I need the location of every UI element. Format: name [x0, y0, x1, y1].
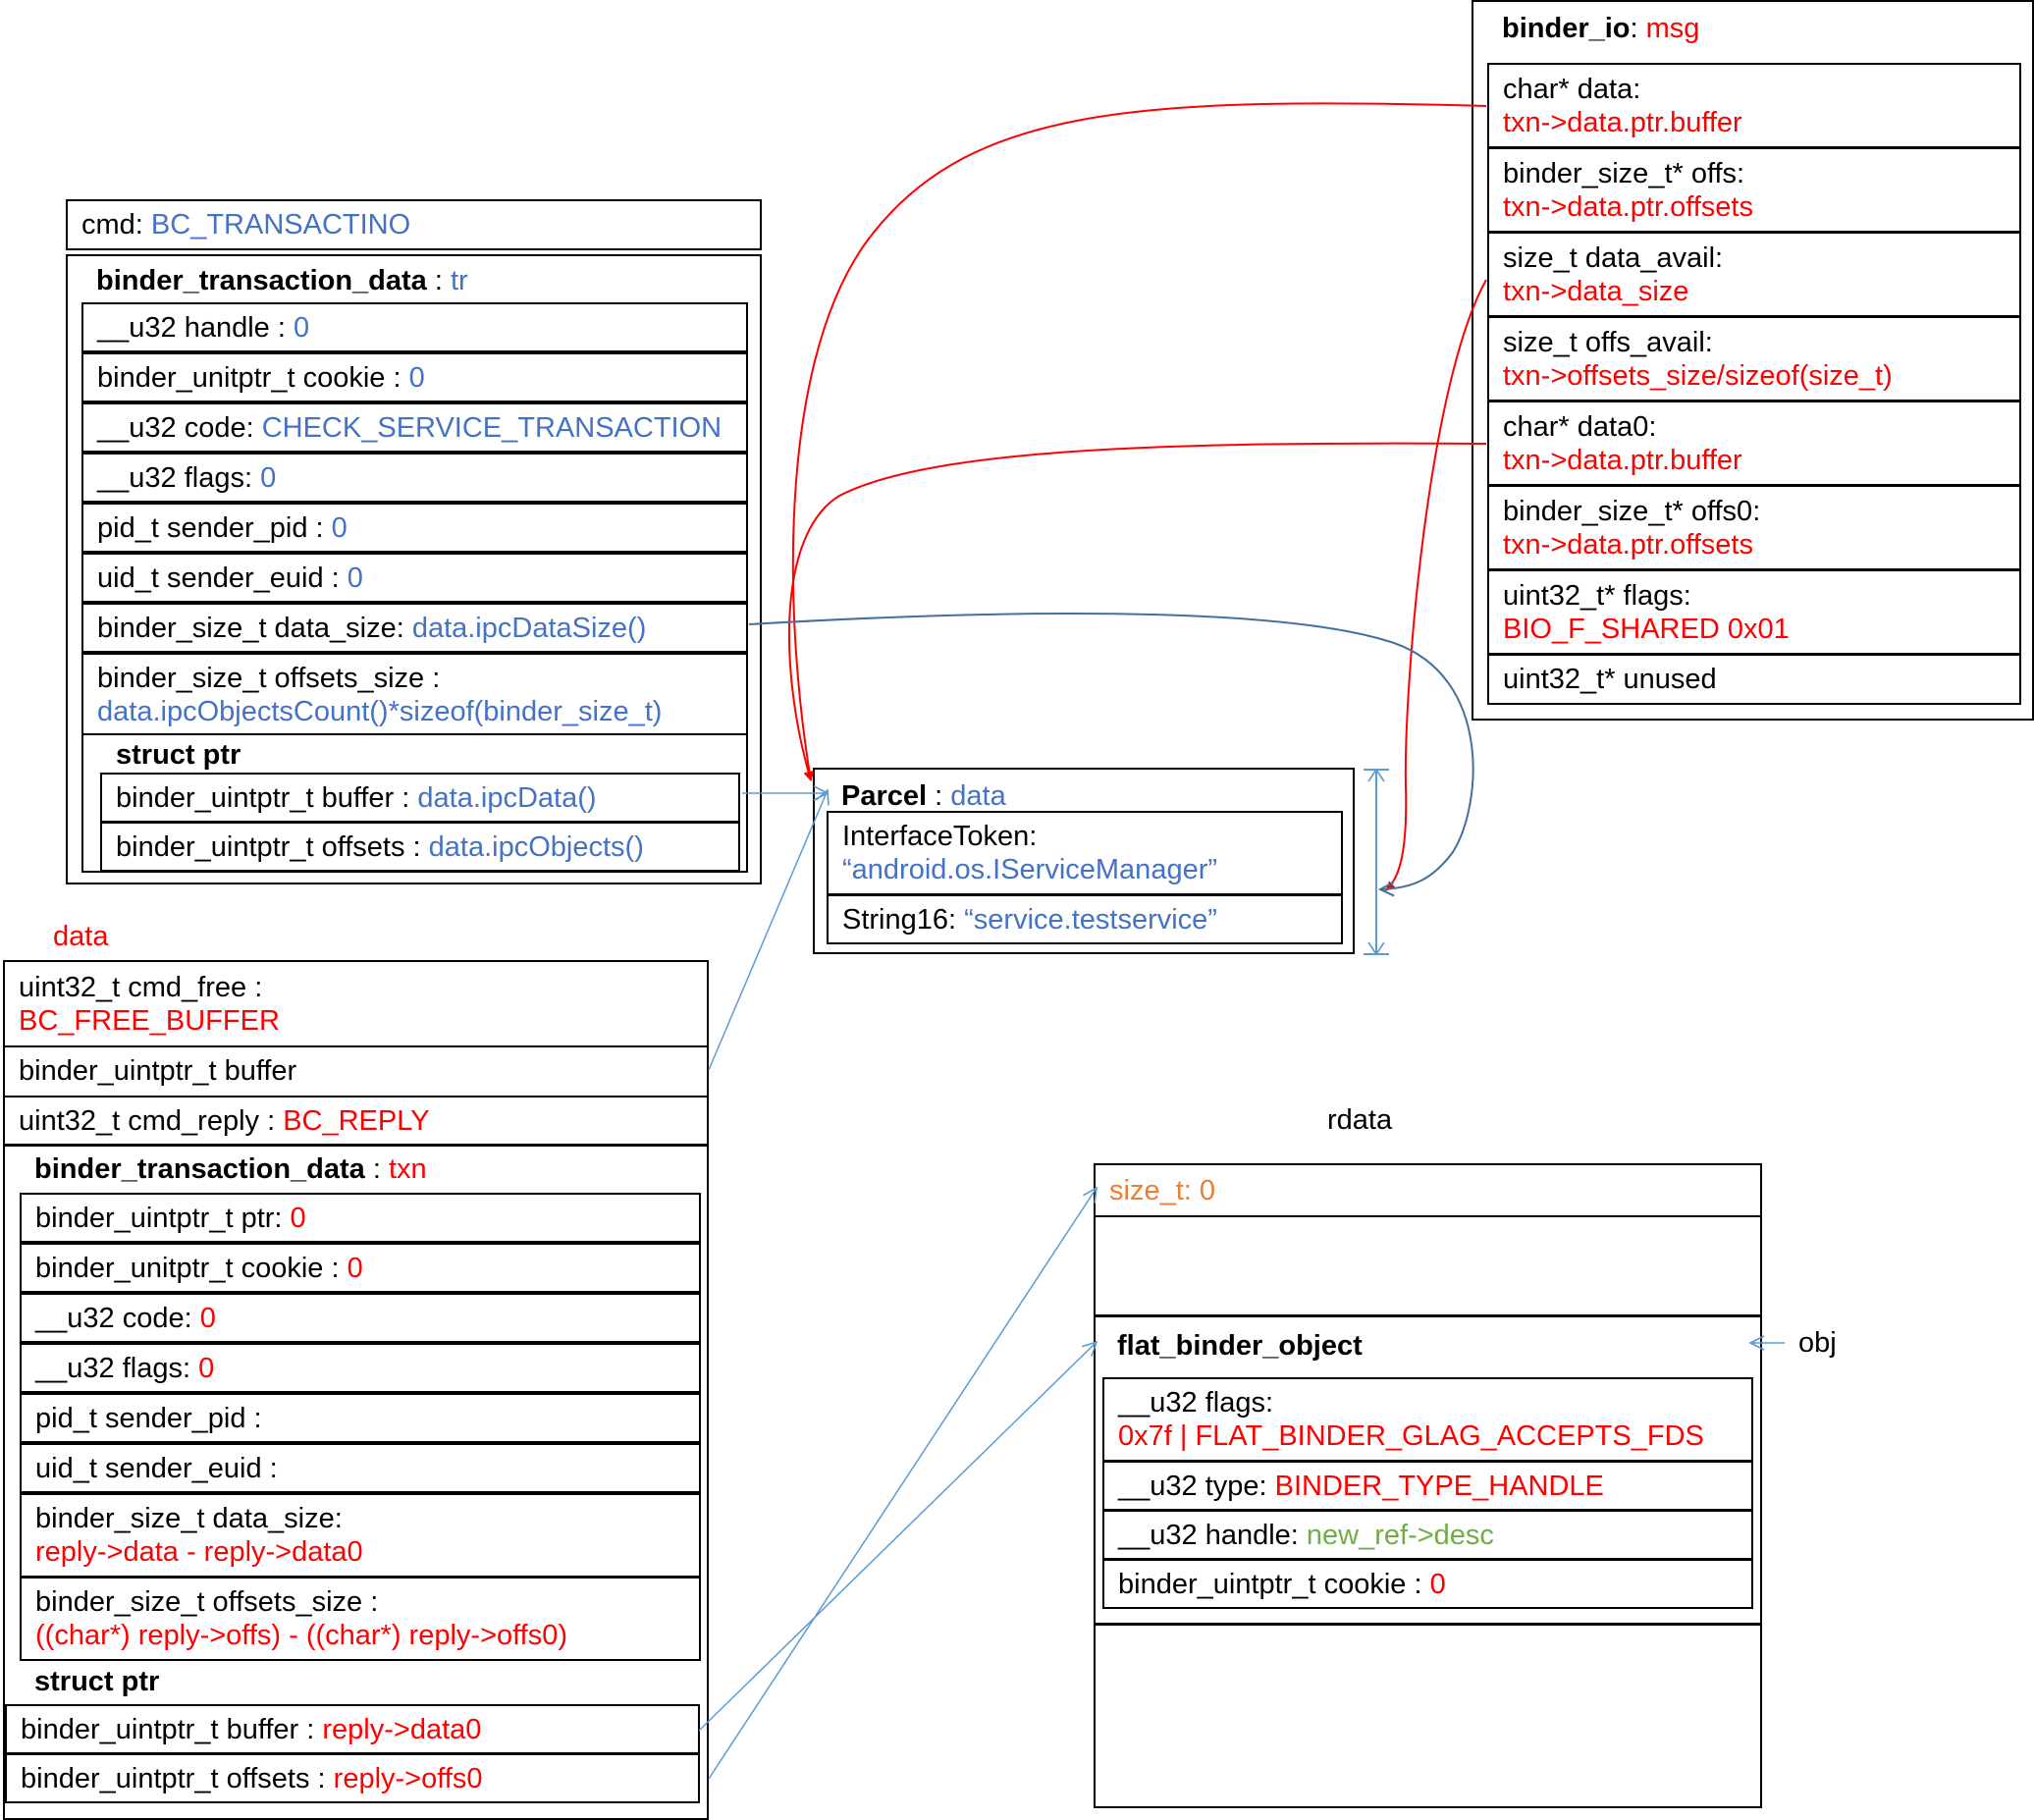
arrow-data-size-to-parcel	[748, 613, 1474, 897]
tr-ptr-struct: struct ptr binder_uintptr_t buffer : dat…	[81, 733, 748, 873]
txn-row: __u32 flags: 0	[20, 1343, 701, 1393]
cmd-value: BC_TRANSACTINO	[150, 209, 411, 241]
tr-row: uid_t sender_euid : 0	[81, 553, 748, 603]
parcel-size-bracket-arrow-bottom	[1367, 941, 1385, 956]
txn-row: binder_unitptr_t cookie : 0	[20, 1243, 701, 1293]
txn-row: __u32 code: 0	[20, 1293, 701, 1343]
arrow-data0-to-parcel	[787, 442, 1487, 781]
rdata-box: size_t: 0 flat_binder_object __u32 flags…	[1094, 1163, 1762, 1808]
arrow-data-avail-to-size	[1385, 279, 1487, 891]
txn-title: binder_transaction_data : txn	[34, 1153, 427, 1185]
divider	[1096, 1314, 1760, 1317]
divider	[1096, 1215, 1760, 1217]
reply-caption: data	[53, 921, 109, 952]
tr-row: __u32 flags: 0	[81, 453, 748, 503]
arrow-data0-to-fbo	[698, 1340, 1098, 1732]
parcel-box: Parcel : data InterfaceToken:“android.os…	[813, 768, 1355, 954]
obj-label: obj	[1798, 1327, 1837, 1359]
txn-ptr-title: struct ptr	[34, 1666, 160, 1697]
reply-row: uint32_t cmd_reply : BC_REPLY	[19, 1105, 430, 1137]
fbo-title: flat_binder_object	[1117, 1330, 1363, 1362]
binder-io-row: char* data:txn->data.ptr.buffer	[1487, 63, 2021, 148]
fbo-row: __u32 handle: new_ref->desc	[1102, 1510, 1753, 1560]
binder-io-row: binder_size_t* offs0:txn->data.ptr.offse…	[1487, 485, 2021, 570]
binder-io-box: binder_io: msg char* data:txn->data.ptr.…	[1472, 0, 2034, 721]
tr-ptr-row: binder_uintptr_t offsets : data.ipcObjec…	[100, 822, 740, 872]
tr-ptr-title: struct ptr	[116, 739, 241, 771]
arrow-reply-buffer-to-parcel	[708, 788, 830, 1071]
tr-row: binder_size_t offsets_size :data.ipcObje…	[81, 653, 748, 737]
txn-row: binder_size_t data_size:reply->data - re…	[20, 1493, 701, 1578]
tr-row: binder_unitptr_t cookie : 0	[81, 352, 748, 402]
reply-row: uint32_t cmd_free :BC_FREE_BUFFER	[19, 972, 280, 1037]
parcel-row: String16: “service.testservice”	[827, 894, 1343, 944]
txn-row: binder_size_t offsets_size :((char*) rep…	[20, 1577, 701, 1661]
tr-row: __u32 handle : 0	[81, 302, 748, 352]
fbo-row: __u32 type: BINDER_TYPE_HANDLE	[1102, 1461, 1753, 1511]
binder-io-row: uint32_t* unused	[1487, 654, 2021, 705]
rdata-caption: rdata	[1327, 1104, 1393, 1136]
reply-box: uint32_t cmd_free :BC_FREE_BUFFER binder…	[3, 960, 709, 1820]
parcel-title: Parcel : data	[841, 780, 1006, 812]
txn-row: pid_t sender_pid :	[20, 1393, 701, 1443]
tr-row: __u32 code: CHECK_SERVICE_TRANSACTION	[81, 402, 748, 453]
arrow-data-to-parcel	[791, 102, 1487, 781]
fbo-row: binder_uintptr_t cookie : 0	[1102, 1559, 1753, 1609]
fbo-row: __u32 flags:0x7f | FLAT_BINDER_GLAG_ACCE…	[1102, 1377, 1753, 1462]
tr-row: binder_size_t data_size: data.ipcDataSiz…	[81, 603, 748, 653]
txn-ptr-row: binder_uintptr_t buffer : reply->data0	[5, 1704, 700, 1754]
cmd-box: cmd: BC_TRANSACTINO	[66, 199, 762, 250]
divider	[5, 1045, 707, 1047]
binder-io-row: char* data0:txn->data.ptr.buffer	[1487, 401, 2021, 486]
txn-row: binder_uintptr_t ptr: 0	[20, 1193, 701, 1243]
tr-title: binder_transaction_data : tr	[96, 265, 468, 296]
txn-ptr-row: binder_uintptr_t offsets : reply->offs0	[5, 1753, 700, 1803]
reply-row: binder_uintptr_t buffer	[19, 1055, 297, 1087]
tr-struct: binder_transaction_data : tr __u32 handl…	[66, 254, 762, 884]
binder-io-row: uint32_t* flags:BIO_F_SHARED 0x01	[1487, 569, 2021, 655]
divider	[5, 1144, 707, 1147]
divider	[1096, 1623, 1760, 1626]
cmd-label: cmd:	[81, 209, 151, 241]
arrow-offs0-to-rdata	[708, 1186, 1097, 1780]
binder-io-title: binder_io: msg	[1502, 13, 1700, 44]
txn-row: uid_t sender_euid :	[20, 1443, 701, 1493]
rdata-size-label: size_t: 0	[1109, 1175, 1215, 1206]
parcel-size-bracket-arrow-top	[1367, 768, 1385, 782]
tr-row: pid_t sender_pid : 0	[81, 503, 748, 553]
divider	[5, 1096, 707, 1097]
